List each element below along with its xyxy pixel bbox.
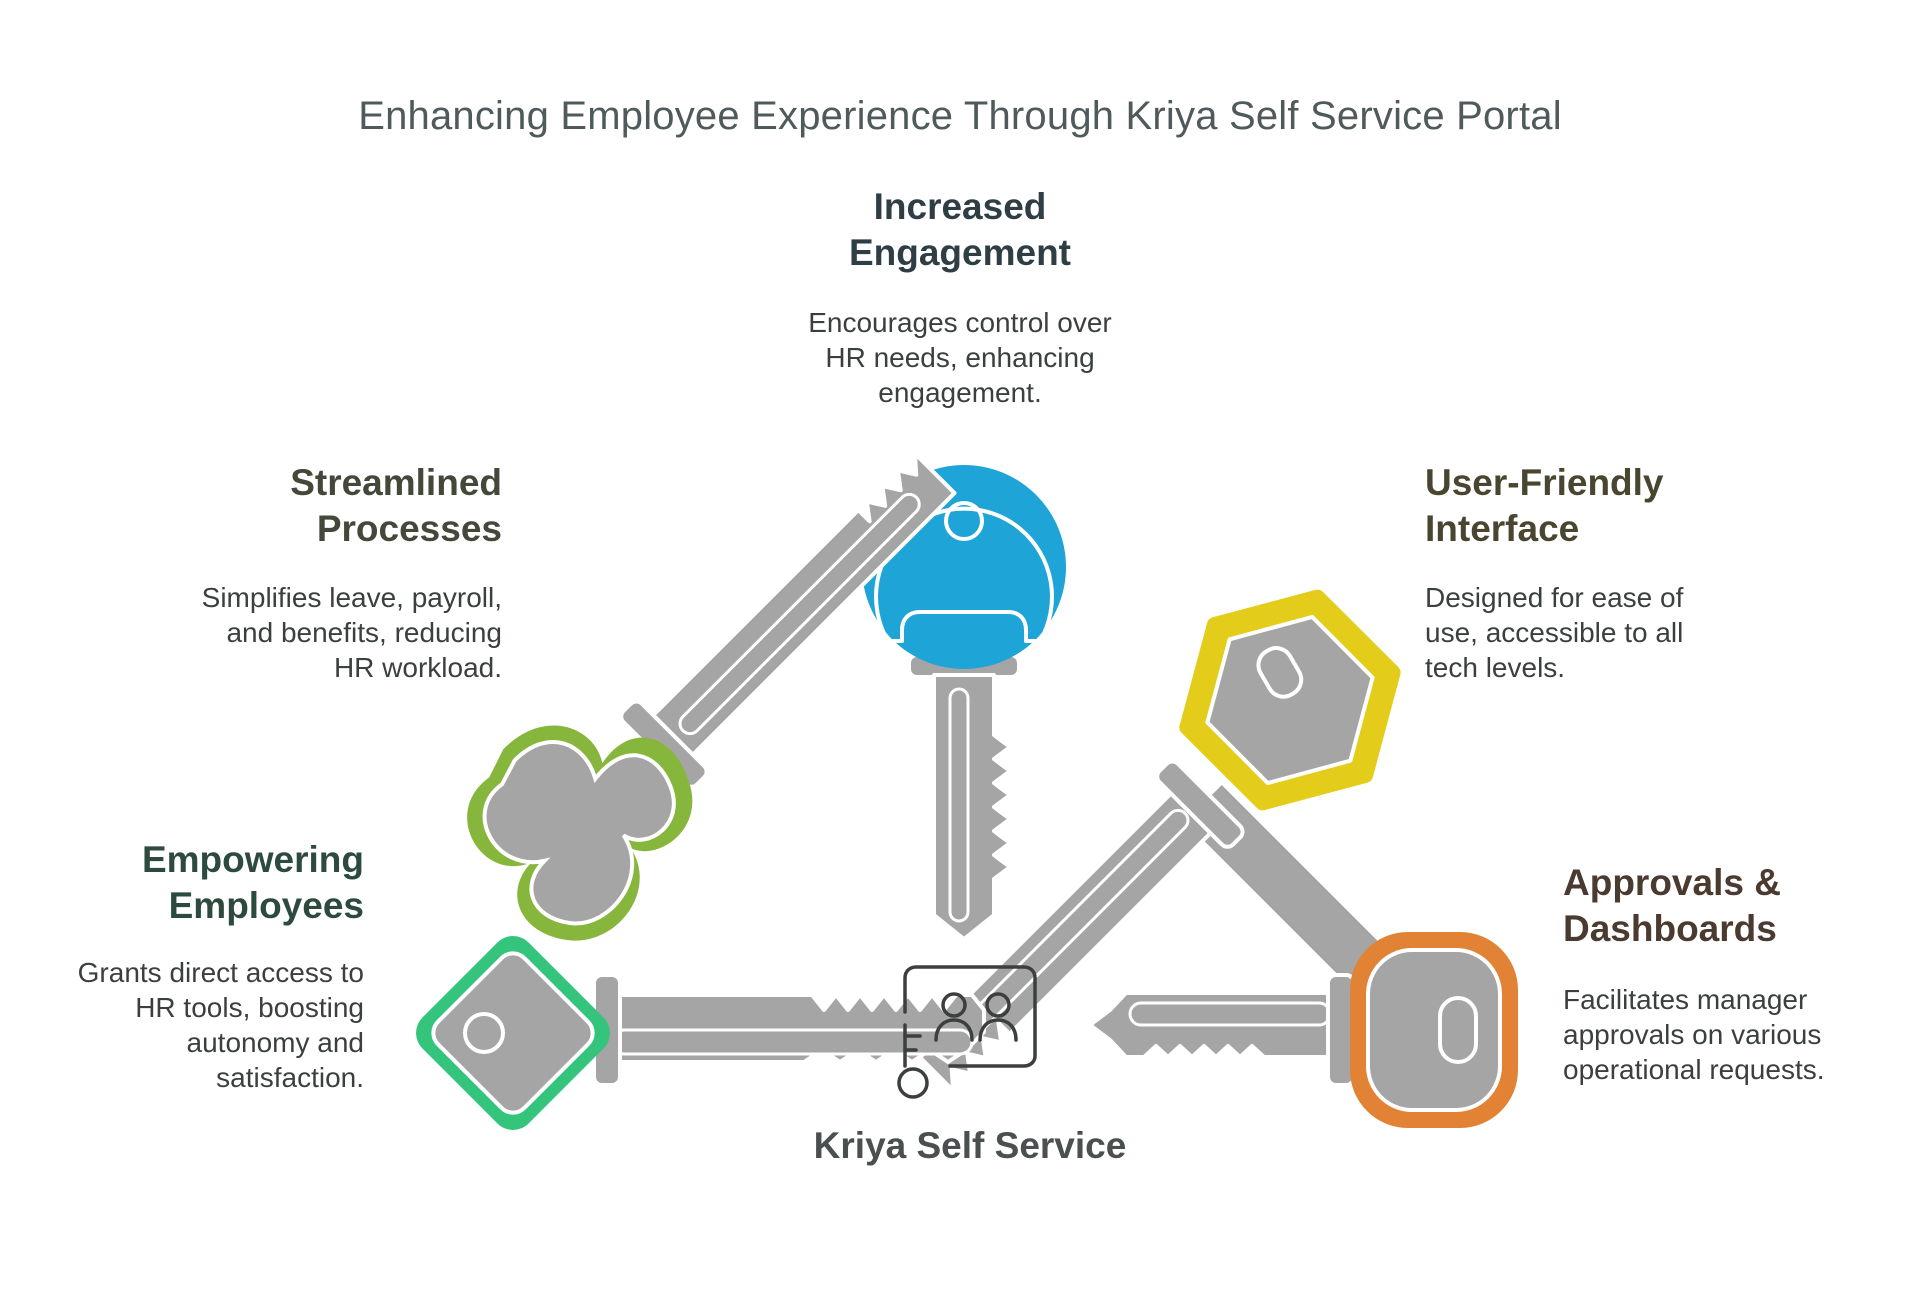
diamond-key-icon [416, 936, 986, 1130]
empowering-employees-desc-line-2: HR tools, boosting [135, 992, 364, 1023]
increased-engagement-heading: Increased Engagement [780, 184, 1140, 276]
increased-engagement-desc-line-2: HR needs, enhancing [825, 342, 1095, 373]
streamlined-processes-desc-line-1: Simplifies leave, payroll, [201, 582, 502, 613]
empowering-employees-desc-line-4: satisfaction. [216, 1062, 364, 1093]
approvals-dashboards-desc-line-1: Facilitates manager [1563, 984, 1808, 1015]
user-friendly-interface-heading-line-1: User-Friendly [1425, 462, 1664, 503]
empowering-employees-description: Grants direct access to HR tools, boosti… [40, 955, 364, 1095]
increased-engagement-heading-line-1: Increased [873, 186, 1047, 227]
empowering-employees-heading-line-2: Employees [168, 885, 364, 926]
streamlined-processes-description: Simplifies leave, payroll, and benefits,… [150, 580, 502, 685]
increased-engagement-desc-line-3: engagement. [878, 377, 1042, 408]
user-friendly-interface-desc-line-3: tech levels. [1425, 652, 1566, 683]
page-title: Enhancing Employee Experience Through Kr… [358, 94, 1562, 138]
hexagon-key-bow [1179, 589, 1401, 811]
empowering-employees-desc-line-1: Grants direct access to [77, 957, 364, 988]
user-friendly-interface-desc-line-1: Designed for ease of [1425, 582, 1684, 613]
increased-engagement-heading-line-2: Engagement [848, 232, 1072, 273]
clover-key-icon [467, 451, 957, 941]
user-friendly-interface-heading: User-Friendly Interface [1425, 460, 1785, 552]
streamlined-processes-desc-line-2: and benefits, reducing [226, 617, 502, 648]
approvals-dashboards-heading: Approvals & Dashboards [1563, 860, 1893, 952]
empowering-employees-heading-line-1: Empowering [141, 839, 364, 880]
increased-engagement-desc-line-1: Encourages control over [808, 307, 1112, 338]
increased-engagement-description: Encourages control over HR needs, enhanc… [780, 305, 1140, 410]
streamlined-processes-heading-line-1: Streamlined [290, 462, 502, 503]
id-card-people-icon [897, 965, 1037, 1099]
user-friendly-interface-desc-line-2: use, accessible to all [1425, 617, 1684, 648]
empowering-employees-heading: Empowering Employees [80, 837, 364, 929]
approvals-dashboards-description: Facilitates manager approvals on various… [1563, 982, 1903, 1087]
empowering-employees-desc-line-3: autonomy and [186, 1027, 364, 1058]
rounded-rect-key-icon [1088, 932, 1518, 1128]
approvals-dashboards-heading-line-1: Approvals & [1563, 862, 1781, 903]
user-friendly-interface-description: Designed for ease of use, accessible to … [1425, 580, 1785, 685]
user-friendly-interface-heading-line-2: Interface [1425, 508, 1580, 549]
streamlined-processes-desc-line-3: HR workload. [333, 652, 502, 683]
clover-key-hole [592, 658, 632, 698]
approvals-dashboards-desc-line-3: operational requests. [1563, 1054, 1825, 1085]
streamlined-processes-heading-line-2: Processes [316, 508, 502, 549]
center-label: Kriya Self Service [813, 1125, 1127, 1166]
approvals-dashboards-heading-line-2: Dashboards [1563, 908, 1777, 949]
streamlined-processes-heading: Streamlined Processes [200, 460, 502, 552]
approvals-dashboards-desc-line-2: approvals on various [1563, 1019, 1822, 1050]
